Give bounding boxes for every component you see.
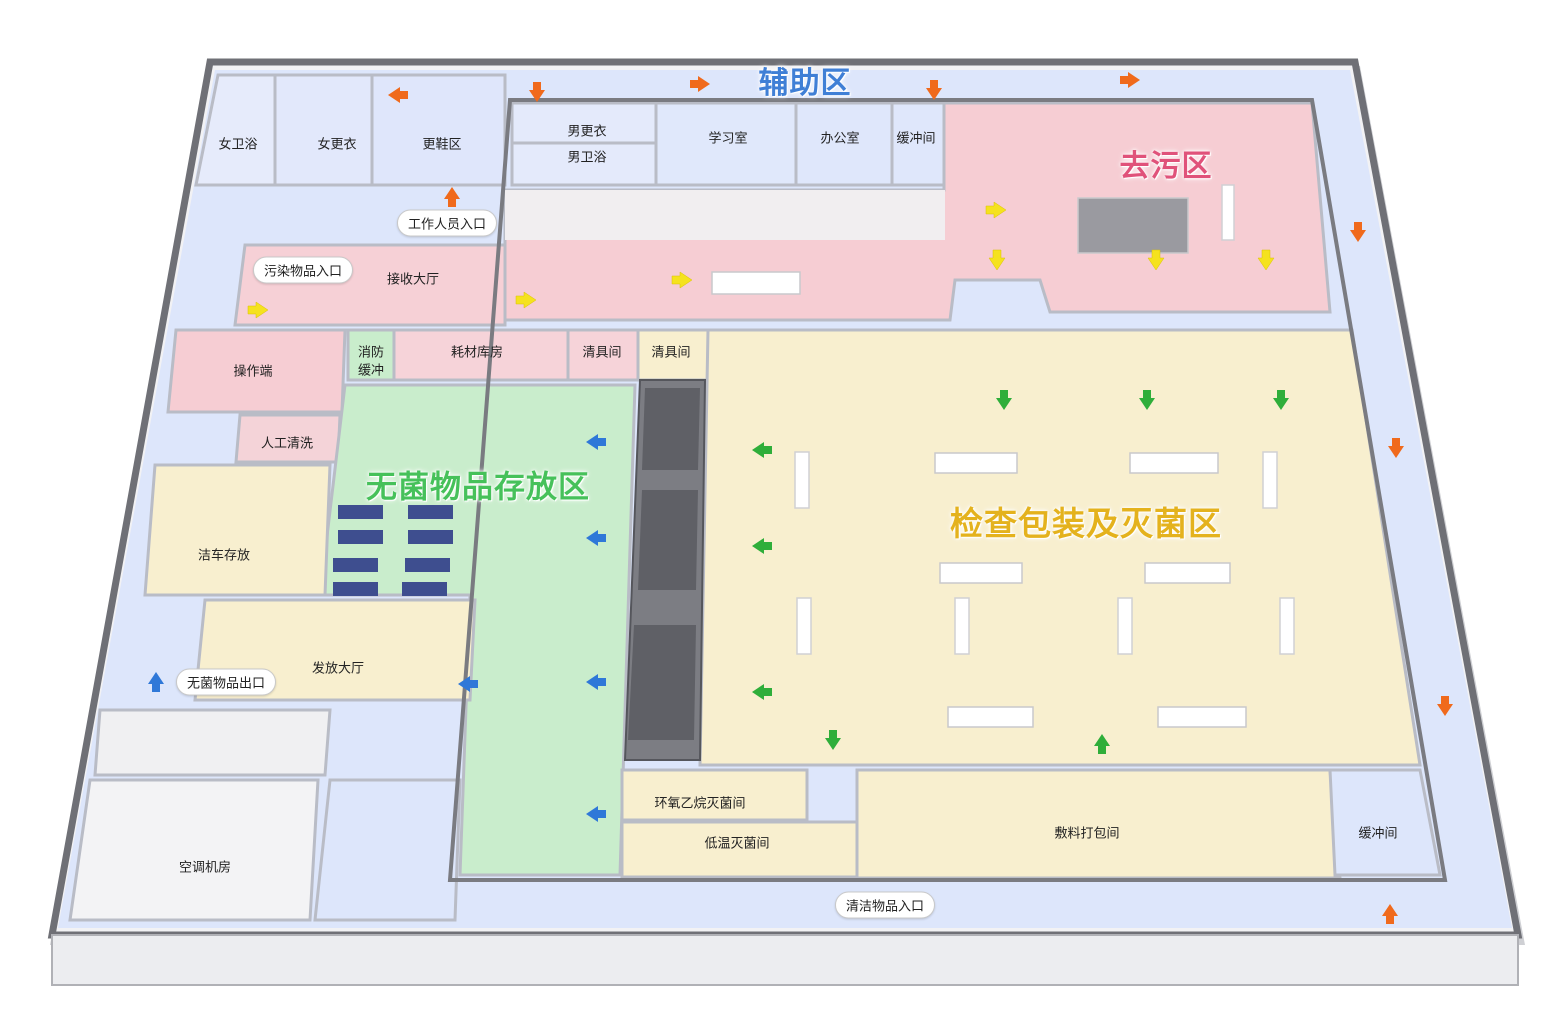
room-fire-buffer-line1: 消防 [357, 345, 385, 361]
room-women-change: 女更衣 [317, 137, 357, 153]
janitor1-floor [566, 328, 640, 382]
label-sterile-exit: 无菌物品出口 [175, 668, 277, 696]
label-staff-entrance: 工作人员入口 [396, 209, 498, 237]
room-men-change: 男更衣 [567, 124, 607, 140]
zone-title-decon: 去污区 [1119, 149, 1213, 184]
room-ac: 空调机房 [178, 860, 232, 876]
buffer-bottom-floor [1328, 768, 1442, 877]
storage-racks [333, 505, 453, 596]
room-men-bath: 男卫浴 [567, 150, 607, 166]
lower-blue-room [313, 778, 462, 922]
room-fire-buffer-line2: 缓冲 [357, 363, 385, 379]
room-operation-end: 操作端 [233, 364, 273, 380]
room-women-bath: 女卫浴 [218, 137, 258, 153]
room-janitor-2: 清具间 [651, 345, 691, 361]
eo-room-floor [620, 768, 809, 822]
room-eo-sterilization: 环氧乙烷灭菌间 [654, 796, 746, 812]
arrows-orange [388, 72, 1453, 924]
workbenches [711, 197, 1247, 728]
room-study: 学习室 [708, 131, 748, 147]
label-clean-entrance: 清洁物品入口 [834, 891, 936, 919]
room-buffer-bottom: 缓冲间 [1358, 826, 1398, 842]
zone-title-sterile-storage: 无菌物品存放区 [366, 469, 590, 506]
room-shoe-change: 更鞋区 [422, 137, 462, 153]
arrows-blue [148, 434, 606, 822]
ac-room-floor [68, 778, 320, 922]
pack-zone-floor [698, 328, 1422, 767]
decon-wall-band [505, 190, 945, 240]
front-facade [51, 934, 1519, 986]
arrows-green [752, 390, 1289, 754]
room-dispatch-hall: 发放大厅 [311, 661, 365, 677]
cart-storage-floor [143, 463, 332, 597]
sterilizer-block-low [628, 625, 696, 740]
inner-wall [447, 98, 1448, 882]
label-contaminated-entrance: 污染物品入口 [252, 256, 354, 284]
room-dressing-packing: 敷料打包间 [1054, 826, 1120, 842]
zone-title-pack-sterilize: 检查包装及灭菌区 [950, 504, 1222, 543]
zone-title-aux: 辅助区 [758, 66, 852, 101]
room-receiving-hall: 接收大厅 [386, 272, 440, 288]
pillars [794, 184, 1295, 655]
room-consumables: 耗材库房 [450, 345, 504, 361]
arrows-yellow [247, 201, 1275, 319]
sterilizer-block-top [642, 388, 700, 470]
room-low-temp-sterilization: 低温灭菌间 [704, 836, 770, 852]
room-office: 办公室 [820, 131, 860, 147]
room-janitor-1: 清具间 [582, 345, 622, 361]
room-buffer-top: 缓冲间 [896, 131, 936, 147]
room-manual-wash: 人工清洗 [260, 436, 314, 452]
sterilizer-block-mid [638, 490, 698, 590]
room-cart-storage: 洁车存放 [197, 548, 251, 564]
lower-left-room [93, 708, 332, 777]
